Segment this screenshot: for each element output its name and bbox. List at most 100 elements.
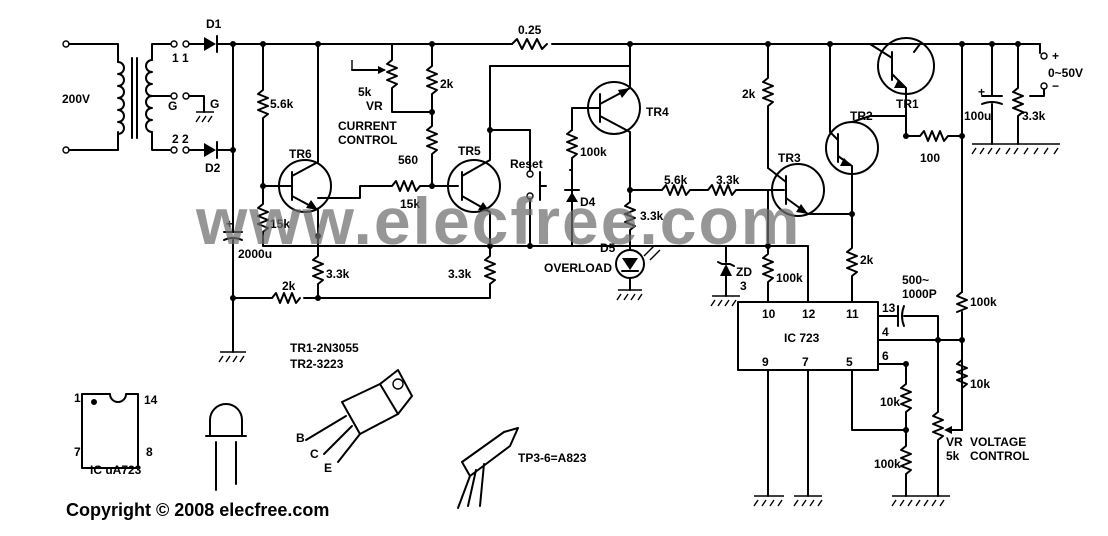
- pkg-ic-label: IC uA723: [90, 463, 142, 477]
- pin-c-label: C: [310, 447, 319, 461]
- d2-label: D2: [205, 161, 221, 175]
- transistor-tr2: [825, 43, 907, 215]
- tp-type-label: TP3-6=A823: [518, 451, 587, 465]
- c-out-label: 100u: [964, 109, 991, 123]
- ic-name-label: IC 723: [784, 331, 820, 345]
- d1-label: D1: [206, 17, 222, 31]
- svg-text:+: +: [226, 217, 233, 231]
- vr-5k-v-label: VR: [946, 435, 963, 449]
- diode-d1: [188, 35, 218, 53]
- c-main-label: 2000u: [238, 247, 272, 261]
- vr-5k-label: 5k: [358, 85, 372, 99]
- resistor-100k-divider: [956, 291, 968, 313]
- resistor-2k-560: [426, 43, 438, 189]
- r-3-3k-c-label: 3.3k: [640, 209, 664, 223]
- ground-ic: [753, 495, 950, 507]
- input-voltage-label: 200V: [62, 92, 90, 106]
- d5-label: D5: [600, 241, 616, 255]
- zener-zd: [710, 245, 769, 307]
- zd-val-label: 3: [740, 279, 747, 293]
- pkg-pin1-label: 1: [74, 391, 81, 405]
- pin-13-label: 13: [882, 301, 896, 315]
- pin-11-label: 11: [846, 307, 859, 321]
- led-d5: [615, 245, 661, 301]
- r-100k-b-label: 100k: [776, 271, 803, 285]
- ground-rail-right: [971, 143, 1060, 155]
- r-3-3k-e-label: 3.3k: [1022, 109, 1046, 123]
- diode-d2: [188, 141, 218, 159]
- r-100k-c-label: 100k: [970, 295, 997, 309]
- shunt-resistor-label: 0.25: [518, 23, 542, 37]
- pkg-pin14-label: 14: [144, 393, 158, 407]
- resistor-3-3k-d5: [624, 189, 636, 251]
- output-range-label: 0~50V: [1048, 66, 1083, 80]
- tap-2-label: 2 2: [172, 132, 189, 146]
- current-control-label: CURRENT: [338, 119, 397, 133]
- top-rail: [216, 38, 1041, 233]
- r-10k-b-label: 10k: [880, 395, 900, 409]
- resistor-100k-pin6: [900, 429, 912, 497]
- output-terminals: [1029, 43, 1048, 97]
- watermark: www.elecfree.com: [195, 184, 801, 258]
- ic-723: [737, 301, 963, 497]
- transistor-tr3: [767, 163, 855, 247]
- transistor-tr4: [571, 43, 641, 193]
- resistor-3-3k-out: [1012, 43, 1024, 145]
- capacitor-100u: +: [978, 43, 1003, 145]
- resistor-15k-mid: [317, 180, 459, 199]
- r-3-3k-a-label: 3.3k: [326, 267, 350, 281]
- current-control-label-2: CONTROL: [338, 133, 397, 147]
- current-control-pot: [351, 43, 433, 113]
- tr1-label: TR1: [896, 97, 919, 111]
- resistor-10k-pin6: [900, 363, 912, 431]
- zd-label: ZD: [736, 265, 752, 279]
- pin-5-label: 5: [846, 355, 853, 369]
- tr6-label: TR6: [289, 147, 312, 161]
- tr2-type-label: TR2-3223: [290, 357, 344, 371]
- pin-4-label: 4: [882, 325, 889, 339]
- power-transistor-drawing: [305, 369, 413, 463]
- tr5-label: TR5: [458, 144, 481, 158]
- transistor-tr1: [869, 37, 935, 137]
- voltage-control-pot: [932, 339, 963, 497]
- pin-12-label: 12: [802, 307, 816, 321]
- r-2k-c-label: 2k: [742, 87, 756, 101]
- r-5-6k-a-label: 5.6k: [270, 97, 294, 111]
- c-comp-label: 500~: [902, 273, 929, 287]
- output-plus-label: +: [1052, 49, 1059, 63]
- resistor-3-3k-tr6: [312, 233, 324, 299]
- r-100-label: 100: [920, 151, 940, 165]
- tap-g-label: G: [168, 99, 177, 113]
- resistor-chain-tr3: [629, 184, 785, 196]
- capacitor-2000u: +: [223, 217, 243, 299]
- pkg-pin7-label: 7: [74, 445, 81, 459]
- resistor-100: [903, 130, 965, 142]
- output-minus-label: −: [1052, 79, 1059, 93]
- pin-b-label: B: [296, 431, 305, 445]
- svg-text:+: +: [978, 85, 985, 99]
- r-15k-b-label: 15k: [400, 197, 420, 211]
- reset-switch: [526, 170, 547, 247]
- overload-label: OVERLOAD: [544, 261, 612, 275]
- resistor-100k-ic: [762, 245, 809, 303]
- r-100k-a-label: 100k: [580, 145, 607, 159]
- r-2k-d-label: 2k: [860, 253, 874, 267]
- pin-9-label: 9: [762, 355, 769, 369]
- transistor-tr5: [447, 65, 631, 247]
- r-15k-a-label: 15k: [270, 217, 290, 231]
- small-transistor-drawing: [457, 427, 519, 509]
- r-10k-a-label: 10k: [970, 377, 990, 391]
- vr-5k-v-val-label: 5k: [946, 449, 960, 463]
- transformer: [62, 40, 214, 154]
- r-3-3k-b-label: 3.3k: [448, 267, 472, 281]
- r-2k-a-label: 2k: [282, 279, 296, 293]
- transistor-tr6: [262, 43, 332, 237]
- resistor-2k-tr3: [762, 43, 774, 169]
- r-2k-b-label: 2k: [440, 77, 454, 91]
- resistor-2k-ic: [846, 213, 858, 303]
- ground-rail-left: [218, 285, 491, 363]
- tr2-label: TR2: [850, 109, 873, 123]
- vr-label: VR: [366, 99, 383, 113]
- resistor-10k-divider: [956, 339, 968, 421]
